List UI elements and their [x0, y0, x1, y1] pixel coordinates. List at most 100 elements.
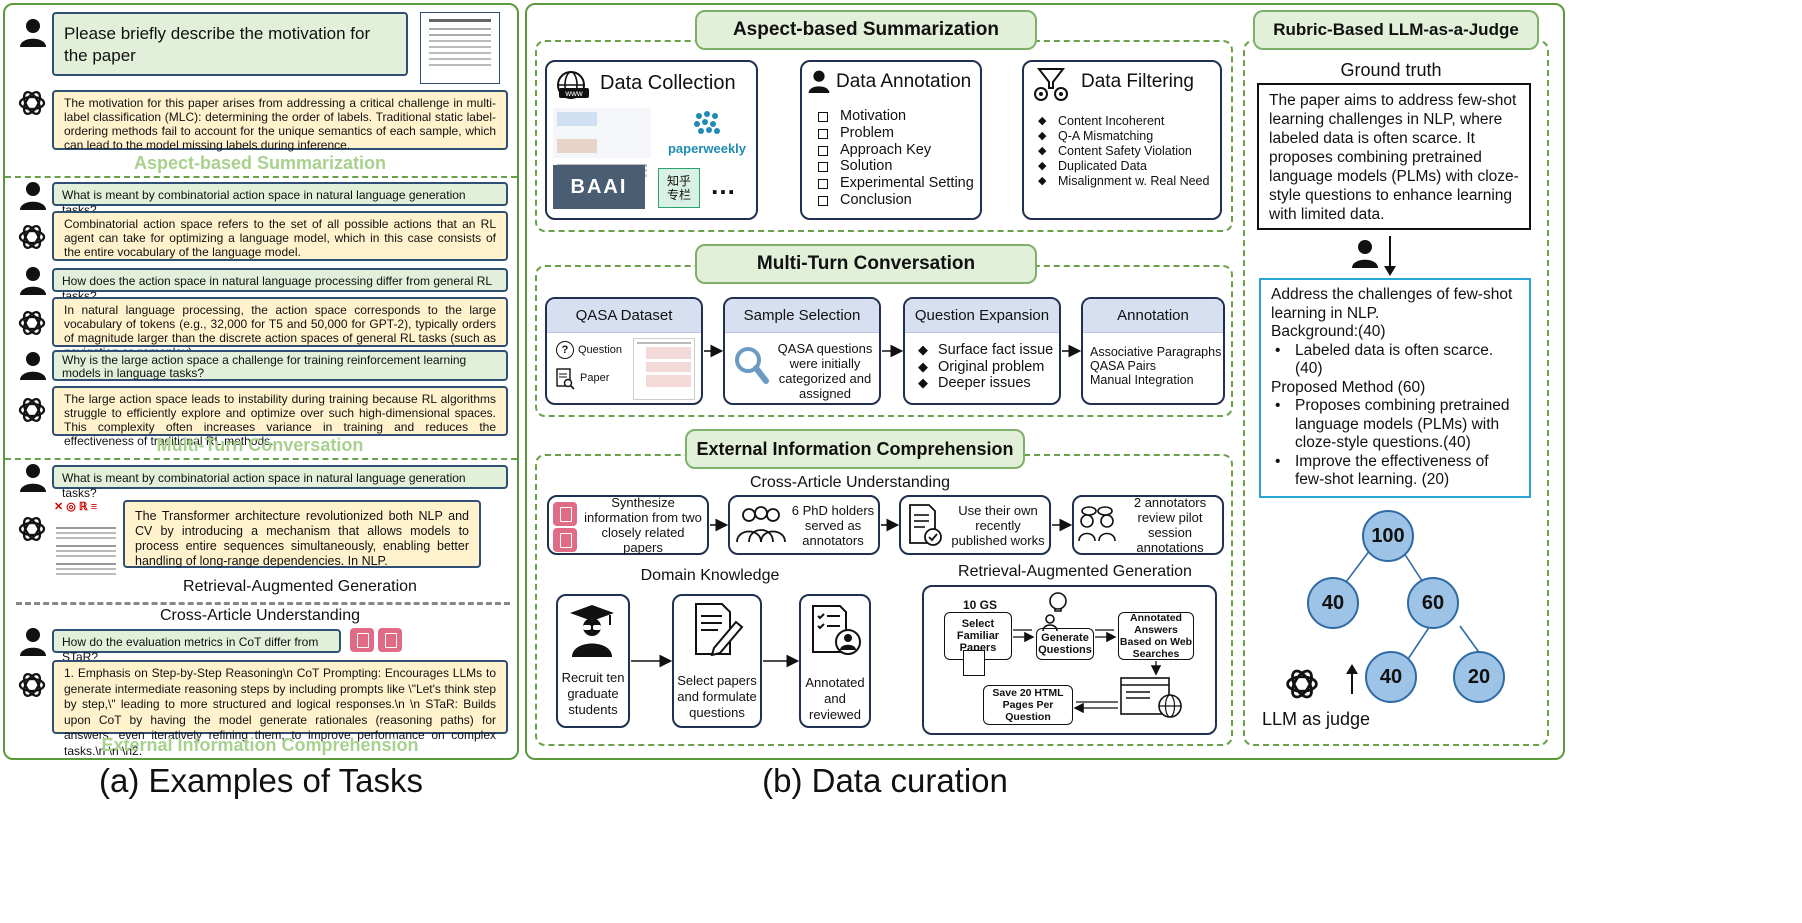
divider — [5, 458, 517, 460]
chatgpt-icon — [18, 311, 46, 335]
document-icon — [350, 628, 374, 652]
dk-step-text: Annotated and reviewed — [805, 675, 865, 722]
chatgpt-icon — [18, 91, 46, 115]
cau-label: Cross-Article Understanding — [159, 607, 361, 624]
question-expansion-title: Question Expansion — [905, 299, 1059, 333]
filter-item: Duplicated Data — [1038, 159, 1209, 174]
rag-gs-label: 10 GS — [963, 598, 998, 612]
qasa-paper-label: Paper — [580, 372, 610, 384]
ground-truth-box: The paper aims to address few-shot learn… — [1257, 83, 1531, 230]
dk-step-text: Recruit ten graduate students — [561, 670, 625, 717]
score-node-method-2: 20 — [1453, 651, 1505, 703]
mtc-annotation-card: Annotation — [1081, 297, 1225, 405]
annotation-item: QASA Pairs — [1090, 359, 1156, 373]
document-icon — [553, 528, 577, 552]
filter-gear-icon — [1034, 68, 1068, 101]
annotator-icon — [1352, 240, 1378, 268]
cau-step-text: 6 PhD holders served as annotators — [791, 502, 875, 548]
up-arrow — [1346, 664, 1358, 694]
question-box: What is meant by combinatorial action sp… — [52, 465, 508, 500]
aspect-item: Solution — [818, 158, 974, 175]
annotation-aspect-list: Motivation Problem Approach Key Solution… — [818, 108, 974, 209]
down-arrow — [1384, 236, 1396, 276]
rag-label: Retrieval-Augmented Generation — [183, 578, 417, 595]
mtc-annotation-list: Associative Paragraphs QASA Pairs Manual… — [1090, 345, 1221, 387]
group-people-icon — [736, 506, 786, 543]
svg-text:www: www — [564, 89, 583, 98]
aspect-item: Experimental Setting — [818, 175, 974, 192]
llm-judge-label: LLM as judge — [1262, 709, 1371, 729]
paperweekly-logo: paperweekly — [657, 108, 757, 156]
answer-box: 1. Emphasis on Step-by-Step Reasoning\n … — [52, 660, 508, 758]
score-node-method-1: 40 — [1365, 651, 1417, 703]
question-box: How does the action space in natural lan… — [52, 268, 508, 303]
user-icon — [20, 628, 46, 656]
answer-box: The Transformer architecture revolutioni… — [123, 500, 481, 568]
section-label-summarization: Aspect-based Summarization — [133, 153, 387, 173]
review-document-icon — [812, 605, 861, 655]
magnifier-icon — [735, 347, 769, 384]
answer-box: The motivation for this paper arises fro… — [52, 90, 508, 152]
user-icon — [20, 19, 46, 47]
mtc-annotation-title: Annotation — [1083, 299, 1223, 333]
examples-panel — [3, 3, 519, 760]
mtc-title: Multi-Turn Conversation — [695, 244, 1037, 284]
eic-title: External Information Comprehension — [685, 429, 1025, 469]
score-node-background: 40 — [1307, 577, 1359, 629]
data-filtering-title: Data Filtering — [1081, 71, 1194, 92]
zhihu-logo: 知乎 专栏 — [658, 168, 700, 208]
chatgpt-icon — [18, 673, 46, 697]
rubric-box: Address the challenges of few-shot learn… — [1259, 278, 1531, 498]
answer-box: The large action space leads to instabil… — [52, 386, 508, 448]
expansion-item: Surface fact issue — [918, 342, 1053, 359]
caption-b: (b) Data curation — [762, 762, 1008, 799]
paper-pencil-icon — [695, 603, 744, 656]
user-icon — [20, 352, 46, 380]
aspect-item: Conclusion — [818, 192, 974, 209]
score-node-root: 100 — [1362, 510, 1414, 562]
chatgpt-icon — [18, 225, 46, 249]
baai-logo: BAAI — [553, 165, 645, 209]
aspect-item: Problem — [818, 125, 974, 142]
ground-truth-label: Ground truth — [1340, 60, 1442, 80]
paper-search-icon — [556, 368, 575, 390]
filter-list: Content Incoherent Q-A Mismatching Conte… — [1038, 114, 1210, 189]
data-collection-title: Data Collection — [600, 72, 736, 94]
document-icon — [553, 502, 577, 526]
rag-save-box: Save 20 HTML Pages Per Question — [983, 685, 1073, 725]
annotation-item: Associative Paragraphs — [1090, 345, 1222, 359]
judge-title: Rubric-Based LLM-as-a-Judge — [1253, 10, 1539, 50]
sample-selection-text: QASA questions were initially categorize… — [777, 341, 873, 401]
qasa-title: QASA Dataset — [547, 299, 701, 333]
rubric-item: •Labeled data is often scarce. (40) — [1275, 341, 1494, 378]
qasa-question-label: Question — [578, 344, 623, 356]
cau-heading: Cross-Article Understanding — [749, 474, 951, 491]
rubric-head: Address the challenges of few-shot learn… — [1271, 286, 1513, 322]
question-box: How do the evaluation metrics in CoT dif… — [52, 629, 341, 664]
dk-heading: Domain Knowledge — [640, 567, 780, 584]
section-label-external: External Information Comprehension — [101, 735, 419, 755]
annotation-item: Manual Integration — [1090, 373, 1194, 387]
user-icon — [20, 464, 46, 492]
divider — [16, 602, 510, 605]
rubric-method: Proposed Method (60) — [1271, 378, 1426, 396]
user-icon — [808, 70, 830, 93]
filter-item: Q-A Mismatching — [1038, 129, 1209, 144]
score-node-method: 60 — [1407, 577, 1459, 629]
filter-item: Misalignment w. Real Need — [1038, 174, 1210, 189]
aspect-item: Approach Key — [818, 142, 974, 159]
document-check-icon — [909, 504, 942, 546]
curation-panel — [525, 3, 1565, 760]
graduate-icon — [570, 605, 614, 657]
data-annotation-card — [800, 60, 982, 220]
section-label-multiturn: Multi-Turn Conversation — [156, 435, 364, 455]
filter-item: Content Incoherent — [1038, 114, 1209, 129]
question-box: Why is the large action space a challeng… — [52, 350, 508, 381]
document-icon — [378, 628, 402, 652]
expansion-list: Surface fact issue Original problem Deep… — [918, 342, 1053, 392]
lightbulb-person-icon — [1042, 592, 1067, 631]
chatgpt-icon — [1286, 669, 1318, 699]
rubric-background: Background:(40) — [1271, 323, 1386, 340]
